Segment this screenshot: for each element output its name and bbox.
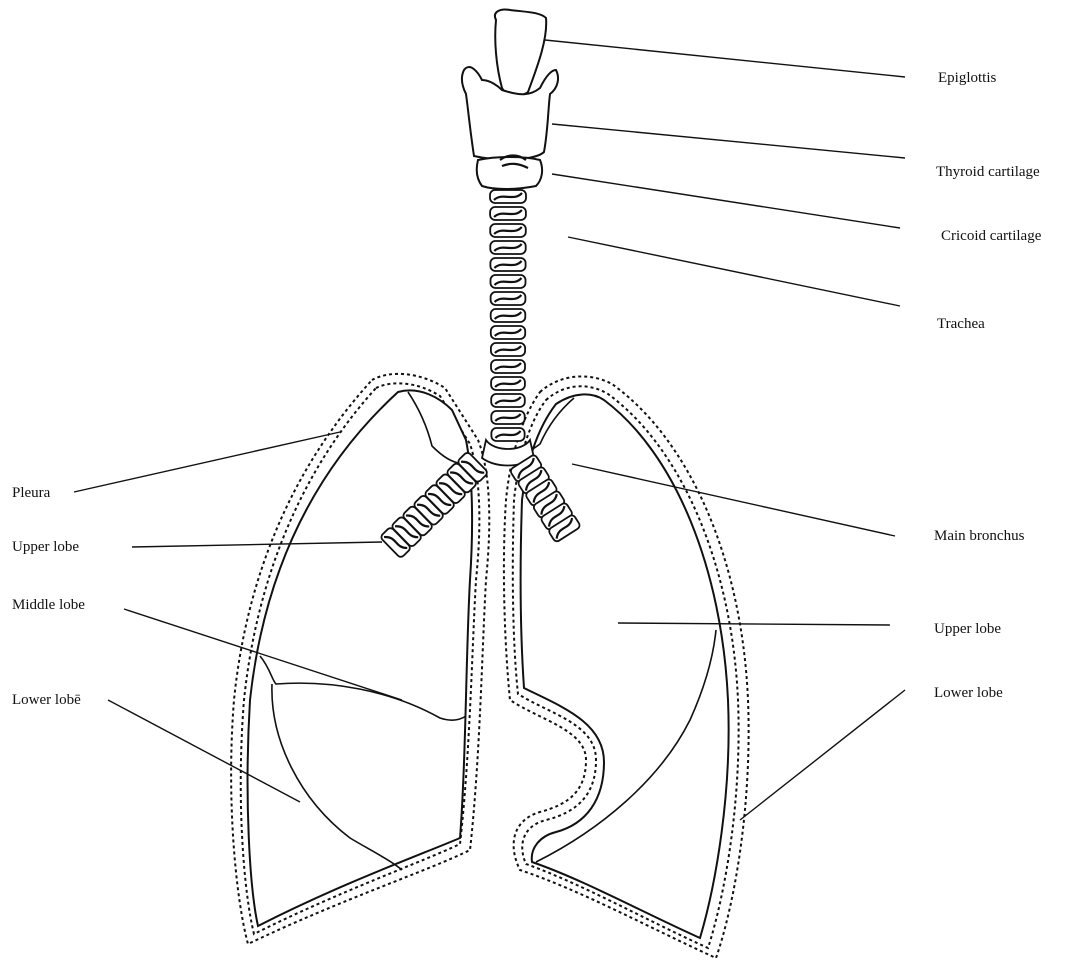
label-left-upper-lobe: Upper lobe [934, 621, 1001, 637]
label-left-lower-lobe: Lower lobe [934, 685, 1003, 701]
label-right-lower-lobe: Lower lobē [12, 692, 81, 708]
label-epiglottis: Epiglottis [938, 70, 997, 86]
epiglottis [495, 9, 546, 95]
label-middle-lobe: Middle lobe [12, 597, 85, 613]
leader-left-lower-lobe [740, 690, 905, 820]
cricoid-cartilage [477, 156, 542, 190]
label-pleura: Pleura [12, 485, 51, 501]
leader-epiglottis [545, 40, 905, 77]
leader-thyroid-cartilage [552, 124, 905, 158]
label-trachea: Trachea [937, 316, 985, 332]
right-lung [231, 374, 489, 944]
trachea [482, 190, 534, 466]
label-main-bronchus: Main bronchus [934, 528, 1025, 544]
label-cricoid-cartilage: Cricoid cartilage [941, 228, 1042, 244]
leader-trachea [568, 237, 900, 306]
right-lung-outline [248, 390, 473, 926]
label-right-upper-lobe: Upper lobe [12, 539, 79, 555]
leader-cricoid-cartilage [552, 174, 900, 228]
label-thyroid-cartilage: Thyroid cartilage [936, 164, 1040, 180]
leader-pleura [74, 432, 340, 492]
